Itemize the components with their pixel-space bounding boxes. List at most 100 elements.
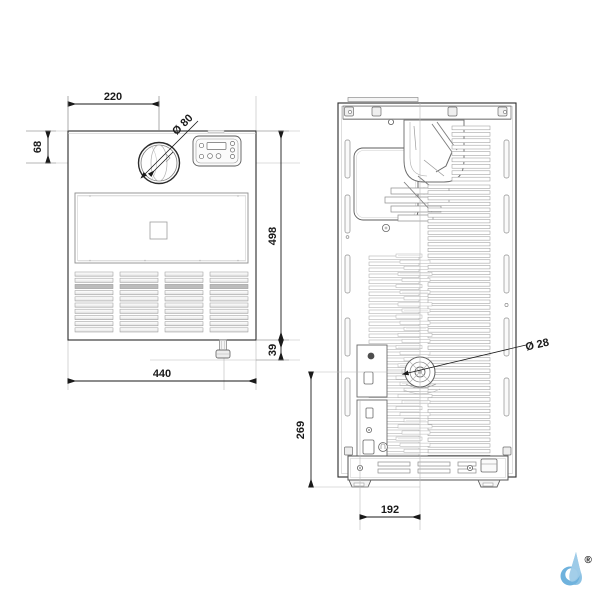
- louver-bar: [164, 321, 204, 327]
- louver-bar: [74, 308, 114, 314]
- upper-fin: [451, 176, 491, 182]
- exchanger-fin: [427, 299, 491, 304]
- burner-assembly: [403, 119, 465, 195]
- exchanger-detail-bar: [399, 259, 431, 264]
- dim-498-label: 498: [267, 227, 279, 245]
- dim-192: 192: [359, 504, 421, 520]
- water-drop-logo: ®: [560, 552, 593, 586]
- louver-bar: [119, 302, 159, 308]
- exchanger-fin: [427, 265, 491, 270]
- louver-bar: [164, 284, 204, 289]
- side-internal-view: Ø 28 269 192: [295, 97, 550, 530]
- exchanger-fin: [427, 242, 491, 247]
- panel-button-right-1[interactable]: [230, 141, 235, 146]
- dim-68: 68: [26, 130, 56, 164]
- louver-bar: [74, 315, 114, 320]
- exchanger-fin: [427, 224, 491, 229]
- exchanger-detail-bar: [395, 314, 423, 319]
- exchanger-fin: [427, 311, 491, 316]
- exchanger-detail-bar: [397, 394, 433, 398]
- exchanger-fin: [427, 449, 491, 454]
- exchanger-fin: [427, 403, 491, 408]
- upper-fin: [451, 138, 491, 143]
- dim-269: 269: [295, 371, 314, 488]
- louver-bar: [74, 321, 114, 327]
- exchanger-fin: [427, 207, 491, 212]
- exchanger-fin: [427, 380, 491, 385]
- louver-bar: [164, 277, 204, 283]
- louver-bar: [119, 290, 159, 296]
- exchanger-fin: [427, 420, 491, 425]
- upper-fin: [451, 157, 491, 163]
- louver-bar: [119, 271, 159, 277]
- front-view: 220 68 Ø 80 498 39: [26, 91, 300, 390]
- exchanger-fin: [427, 259, 491, 264]
- front-panel-window: [74, 192, 249, 264]
- support-foot-right: [477, 479, 501, 488]
- control-panel[interactable]: [192, 130, 242, 167]
- upper-fin: [451, 151, 491, 156]
- exchanger-detail-bar: [403, 387, 429, 392]
- exchanger-detail-bar: [403, 296, 429, 301]
- dim-220-label: 220: [104, 91, 122, 103]
- drain-valve: [215, 339, 231, 359]
- lower-louver-grille: [74, 271, 249, 333]
- exchanger-fin: [427, 201, 491, 206]
- exchanger-detail-bar: [397, 333, 433, 337]
- exchanger-fin: [427, 431, 491, 436]
- exchanger-fin: [427, 357, 491, 362]
- secondary-fin: [368, 267, 420, 272]
- exchanger-fin: [427, 236, 491, 241]
- front-panel-logo-plate: [149, 221, 168, 240]
- exchanger-fin: [427, 247, 491, 252]
- exchanger-fin: [427, 408, 491, 413]
- exchanger-fin: [427, 316, 491, 321]
- exchanger-detail-bar: [403, 448, 429, 453]
- louver-bar: [164, 302, 204, 308]
- logo-drop-highlight: [569, 552, 581, 582]
- secondary-fin: [368, 255, 420, 260]
- exchanger-fin: [427, 334, 491, 339]
- panel-button-left-top[interactable]: [198, 142, 205, 149]
- panel-button-left-bottom[interactable]: [198, 153, 205, 160]
- side-rails: [344, 139, 510, 417]
- panel-button-right-2[interactable]: [230, 147, 235, 153]
- exchanger-fin: [427, 282, 491, 287]
- exchanger-fin: [427, 270, 491, 275]
- exchanger-fin: [427, 391, 491, 396]
- side-construction-lines: [310, 103, 421, 530]
- louver-bar: [164, 315, 204, 320]
- exchanger-detail-bar: [399, 412, 431, 417]
- heat-exchanger-fins: [427, 184, 491, 459]
- panel-button-center-1[interactable]: [207, 153, 213, 159]
- exchanger-fin: [427, 437, 491, 442]
- exchanger-detail-bar: [397, 302, 433, 307]
- upper-fin: [451, 144, 491, 150]
- panel-button-center-2[interactable]: [215, 153, 222, 159]
- louver-bar: [164, 296, 204, 302]
- exchanger-detail-bar: [403, 265, 429, 270]
- exchanger-fin: [427, 374, 491, 379]
- louver-bar: [209, 290, 249, 296]
- dim-269-label: 269: [295, 421, 307, 439]
- exchanger-fin: [427, 288, 491, 293]
- exchanger-detail-bar: [401, 278, 431, 282]
- exchanger-fin: [427, 230, 491, 235]
- louver-bar: [74, 277, 114, 283]
- louver-bar: [209, 315, 249, 320]
- dim-dia-28-label: Ø 28: [524, 337, 550, 354]
- louver-bar: [74, 296, 114, 302]
- secondary-fin: [368, 273, 420, 278]
- exchanger-detail-bar: [397, 424, 433, 429]
- exchanger-fin: [427, 190, 491, 195]
- upper-fin-group: [451, 125, 491, 182]
- louver-bar: [119, 321, 159, 327]
- exchanger-fin: [427, 253, 491, 258]
- exchanger-fin: [427, 443, 491, 448]
- dim-39: 39: [256, 339, 289, 361]
- panel-button-right-3[interactable]: [230, 154, 235, 159]
- louver-bar: [164, 327, 204, 333]
- louver-bar: [209, 277, 249, 283]
- control-box-lower: [356, 344, 388, 461]
